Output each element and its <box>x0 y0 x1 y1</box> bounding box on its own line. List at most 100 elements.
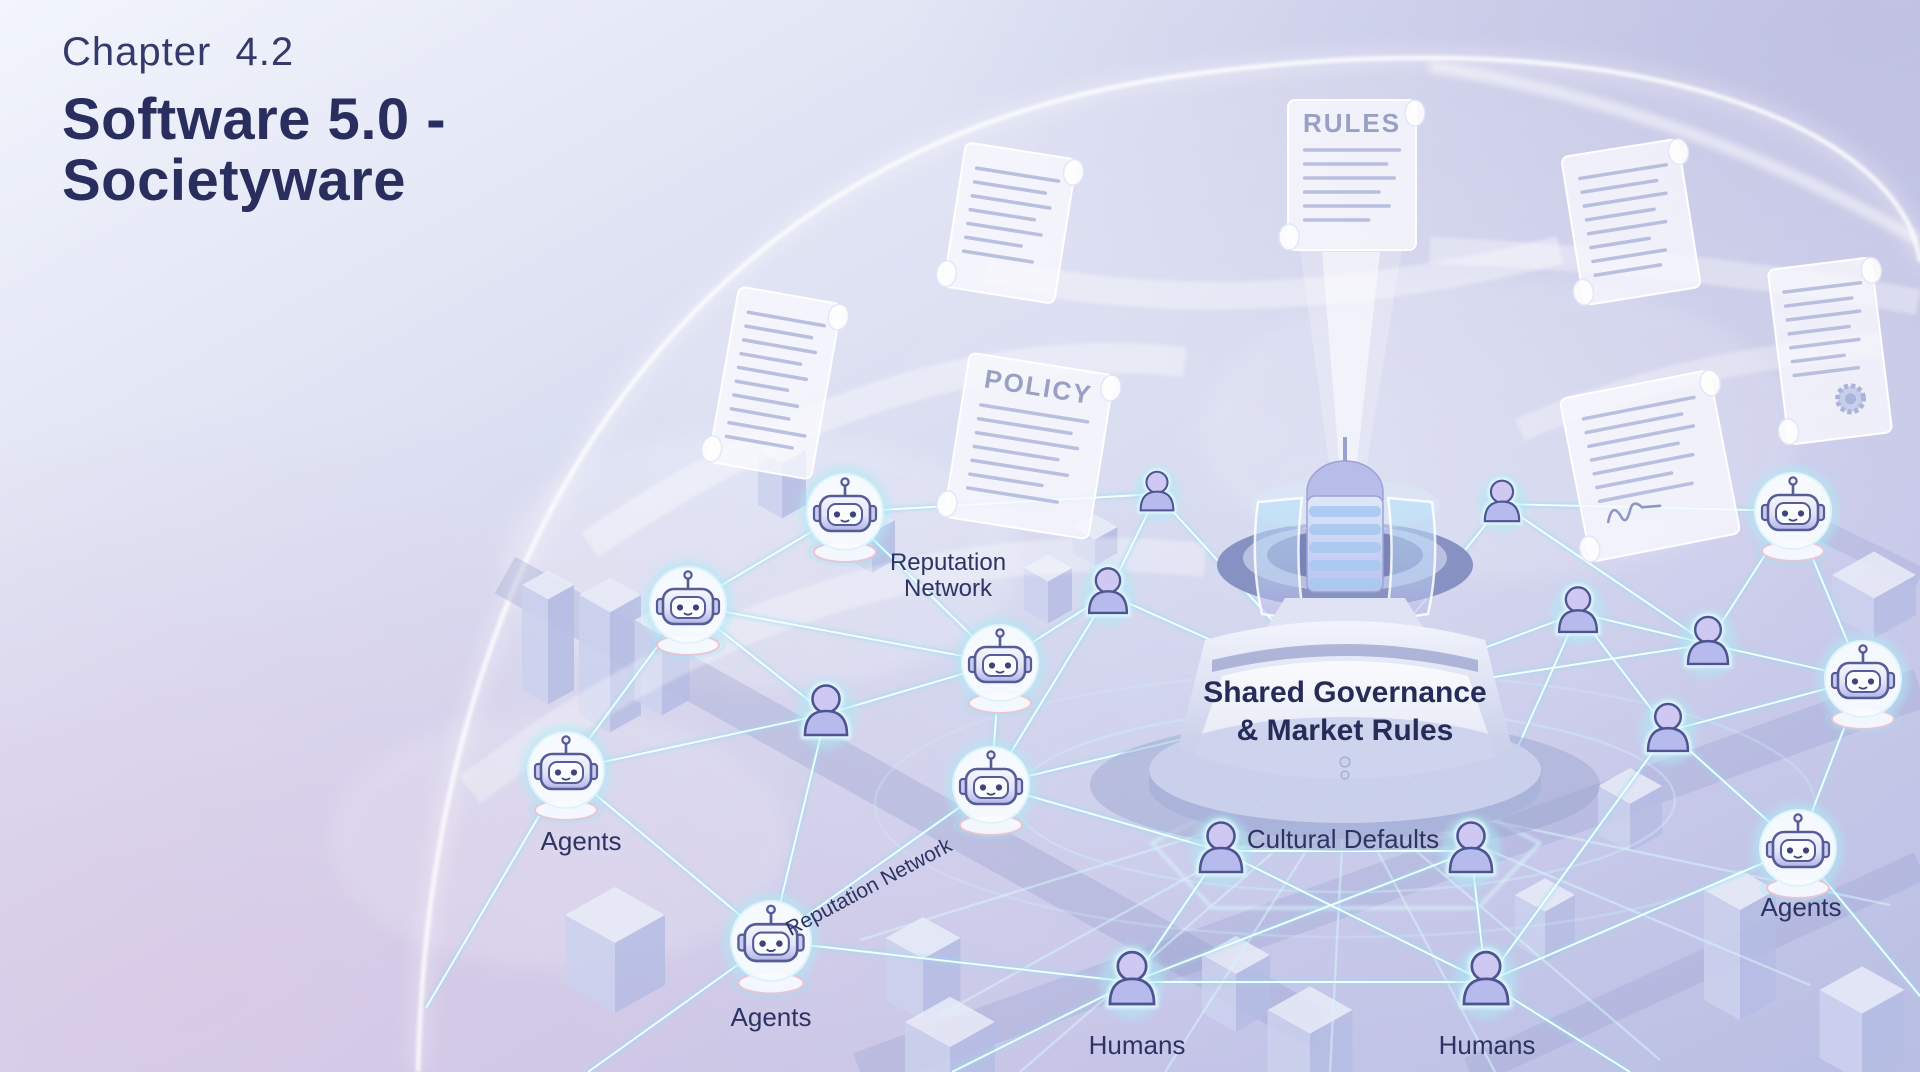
scroll-text-line <box>970 194 1052 210</box>
human-node <box>1081 562 1135 627</box>
rules-beam <box>1300 250 1402 470</box>
scroll-text-line <box>964 235 1023 248</box>
map-label-agents: Agents <box>731 1002 812 1032</box>
scroll-top-curl <box>1062 158 1085 187</box>
scroll-top-curl <box>1860 256 1883 285</box>
scroll-text-line <box>736 365 809 382</box>
scroll-top-curl <box>827 303 850 331</box>
scroll-bottom-curl <box>1777 417 1800 446</box>
human-node <box>1191 815 1251 887</box>
podium-glass <box>1253 496 1437 622</box>
scroll-text-line <box>1789 337 1861 350</box>
scroll-text-line <box>966 221 1043 237</box>
scroll-text-line <box>1782 281 1863 294</box>
scroll-top-curl <box>1100 374 1122 402</box>
scroll-text-line <box>1589 441 1680 462</box>
scroll-text-line <box>1792 365 1860 378</box>
map-label-agents: Agents <box>1761 892 1842 922</box>
map-label-agents: Agents <box>541 826 622 856</box>
scroll-text-line <box>979 403 1090 424</box>
map-label-cultural-defaults: Cultural Defaults <box>1247 824 1439 854</box>
page-title-line1: Software 5.0 - <box>62 87 447 152</box>
scroll-text-line <box>734 379 790 393</box>
scroll-text-line <box>1592 452 1695 476</box>
scroll-top-curl <box>1699 369 1722 397</box>
city-block <box>522 570 574 705</box>
scroll-text-line <box>1785 309 1862 322</box>
scroll-text-line <box>968 207 1037 222</box>
scroll-title-text: RULES <box>1303 108 1401 138</box>
scroll-text-line <box>1790 353 1846 364</box>
scroll-text-line <box>1584 207 1656 222</box>
scroll-text-line <box>741 338 817 355</box>
human-node <box>1455 944 1518 1020</box>
network-edge <box>1485 847 1799 983</box>
scroll-blank-right <box>1561 138 1701 306</box>
scroll-text-line <box>1783 296 1854 308</box>
scroll-text-line <box>724 434 794 450</box>
podium-label-line1: Shared Governance <box>1203 676 1486 709</box>
city-block <box>565 887 665 1013</box>
scroll-text-line <box>1582 191 1668 208</box>
scroll-text-line <box>1578 163 1668 181</box>
scroll-bottom-curl <box>936 490 958 518</box>
scroll-top-curl <box>1404 99 1426 127</box>
scroll-bottom-curl <box>1578 535 1601 563</box>
scroll-text-line <box>1593 263 1663 278</box>
scroll-text-line <box>1595 471 1674 490</box>
scroll-text-line <box>974 166 1061 183</box>
scroll-text-line <box>1586 219 1668 236</box>
scroll-seal <box>1767 256 1893 446</box>
scroll-blank-top <box>935 142 1085 304</box>
human-node <box>1680 610 1737 678</box>
scroll-text-line <box>974 430 1080 451</box>
scroll-text-line <box>961 249 1034 264</box>
map-label-humans: Humans <box>1439 1030 1536 1060</box>
scroll-text-line <box>972 180 1048 195</box>
network-edge <box>951 981 1133 1072</box>
scroll-text-line <box>1584 412 1684 435</box>
scroll-text-line <box>739 351 803 366</box>
map-label-network: Network <box>904 575 993 602</box>
map-label-reputation: Reputation <box>890 549 1006 576</box>
human-node <box>1101 944 1164 1020</box>
scroll-blank-left <box>700 286 850 480</box>
seal-icon <box>1835 383 1867 415</box>
map-label-humans: Humans <box>1089 1030 1186 1060</box>
city-block <box>1832 551 1916 639</box>
header-block: Chapter 4.2 Software 5.0 - Societyware <box>62 30 446 212</box>
page-title: Software 5.0 - Societyware <box>62 89 446 212</box>
scroll-text-line <box>972 444 1060 462</box>
scroll-text-line <box>1591 248 1668 264</box>
human-node <box>796 678 856 750</box>
human-node <box>1441 815 1501 887</box>
scroll-text-line <box>729 407 791 421</box>
page-title-line2: Societyware <box>62 148 407 214</box>
scroll-bottom-curl <box>1572 278 1595 306</box>
scroll-policy: POLICY <box>936 352 1122 540</box>
network-edge <box>1501 503 1709 645</box>
scroll-top-curl <box>1667 138 1690 166</box>
governance-podium: Shared Governance & Market Rules <box>1090 437 1600 851</box>
signature-squiggle <box>1606 502 1662 524</box>
network-edge <box>687 604 1001 664</box>
scroll-bottom-curl <box>1278 223 1300 251</box>
chapter-label: Chapter 4.2 <box>62 30 295 74</box>
network-edge <box>1131 850 1472 983</box>
scroll-bottom-curl <box>935 259 958 288</box>
scroll-text-line <box>744 324 814 340</box>
scroll-text-line <box>1581 395 1696 421</box>
network-edge <box>1220 850 1487 983</box>
scroll-text-line <box>970 458 1069 478</box>
city-block <box>905 996 995 1072</box>
scroll-rules: RULES <box>1278 99 1426 251</box>
scroll-text-line <box>968 472 1044 488</box>
scroll-text-line <box>1597 481 1694 504</box>
network-edge <box>770 940 1133 983</box>
scroll-text-line <box>727 420 807 438</box>
scrolls-layer: RULES POLICY <box>700 99 1893 563</box>
scroll-text-line <box>1787 324 1851 336</box>
city-block <box>1202 935 1270 1033</box>
human-node <box>1477 474 1526 533</box>
